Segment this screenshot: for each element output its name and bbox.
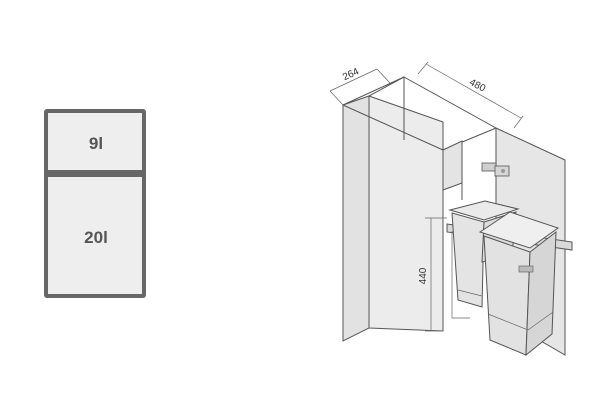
bin-large-band — [487, 311, 554, 331]
compartment-small-label: 9l — [89, 134, 103, 153]
bin-layout-icon: 9l 20l — [44, 109, 146, 298]
cabinet-top-inner-edge — [368, 76, 405, 97]
bin-small-rim — [448, 200, 520, 221]
dimension-height: 440 — [418, 217, 447, 332]
dimension-height-label: 440 — [418, 267, 429, 284]
bin-small-front — [451, 212, 485, 308]
dimension-width-label: 480 — [467, 77, 487, 95]
pullout-frame-post — [451, 231, 470, 319]
bin-small-base-line — [457, 289, 483, 297]
bin-large-handle — [518, 265, 534, 273]
dimension-depth-label: 264 — [341, 66, 361, 83]
hinge — [481, 162, 510, 177]
cabinet-front-face — [368, 95, 444, 332]
dimension-depth: 264 — [329, 66, 391, 106]
cabinet-side-panel — [342, 95, 370, 342]
compartment-large-label: 20l — [84, 228, 108, 247]
cabinet-drawing: 264 480 440 — [329, 61, 573, 357]
dimension-width: 480 — [417, 61, 524, 129]
bin-large-front — [483, 235, 531, 356]
bin-large-side — [525, 230, 557, 357]
bin-large-rim — [478, 211, 560, 249]
compartment-small — [48, 113, 142, 170]
compartment-large — [48, 177, 142, 294]
cabinet-front-post — [442, 140, 463, 191]
bin-large — [478, 211, 560, 357]
